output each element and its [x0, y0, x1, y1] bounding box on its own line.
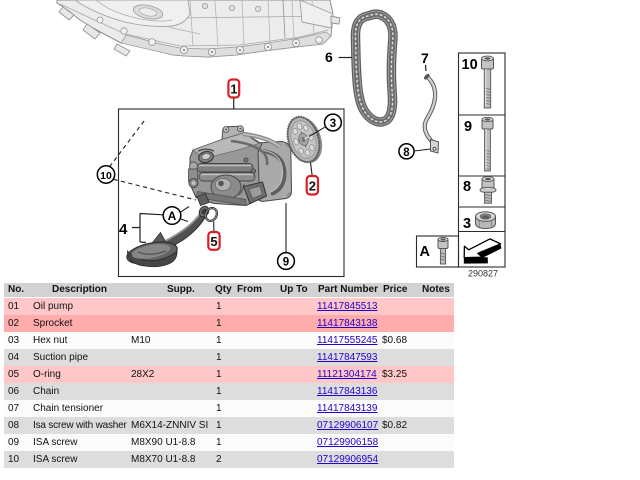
svg-text:290827: 290827: [468, 269, 498, 279]
svg-text:2: 2: [309, 179, 316, 194]
svg-text:6: 6: [325, 49, 333, 65]
svg-text:9: 9: [464, 119, 472, 135]
svg-text:8: 8: [403, 147, 410, 159]
svg-text:A: A: [168, 209, 177, 223]
svg-text:3: 3: [330, 118, 336, 130]
svg-text:4: 4: [119, 221, 128, 238]
svg-text:7: 7: [421, 50, 429, 66]
svg-text:8: 8: [463, 179, 471, 195]
svg-text:1: 1: [230, 82, 237, 97]
svg-text:A: A: [420, 244, 431, 260]
svg-text:5: 5: [210, 234, 217, 249]
svg-text:10: 10: [462, 57, 478, 73]
svg-text:9: 9: [283, 257, 289, 269]
svg-text:10: 10: [100, 170, 112, 182]
svg-text:3: 3: [463, 216, 471, 232]
